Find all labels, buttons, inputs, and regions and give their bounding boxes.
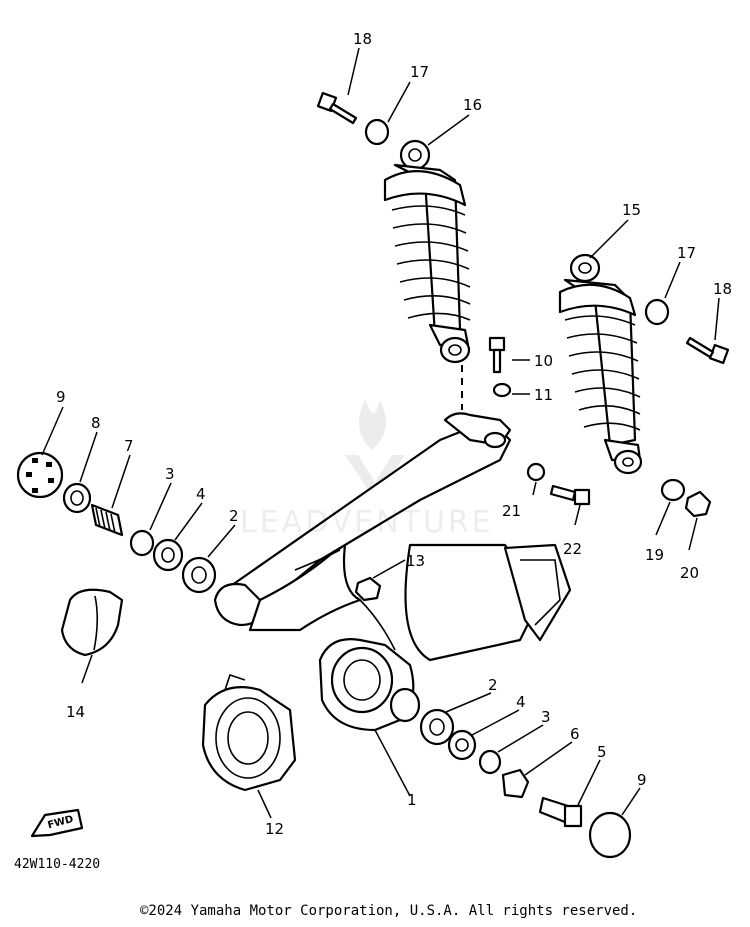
callout-3-right: 3 (541, 708, 551, 726)
cap-9-right (588, 811, 632, 859)
collar-3-right (478, 749, 502, 775)
callout-20: 20 (680, 564, 699, 582)
callout-9-right: 9 (637, 771, 647, 789)
callout-12: 12 (265, 820, 284, 838)
callout-22: 22 (563, 540, 582, 558)
cover-14 (60, 588, 124, 657)
nut-13 (354, 576, 382, 602)
cap-9-left (16, 451, 64, 499)
callout-19: 19 (645, 546, 664, 564)
swing-arm (213, 412, 572, 732)
bearing-4-left (152, 538, 184, 572)
collar-3-left (129, 529, 155, 557)
callout-2-right: 2 (488, 676, 498, 694)
callout-15: 15 (622, 201, 641, 219)
pivot-shaft-7 (90, 503, 124, 537)
fwd-arrow-icon: FWD (30, 808, 84, 838)
washer-11 (492, 382, 512, 398)
leader-lines (41, 47, 720, 819)
bolt-18-top (316, 91, 358, 125)
callout-17-top: 17 (410, 63, 429, 81)
nut-20 (684, 490, 712, 518)
collar-17-right (644, 298, 670, 326)
callout-2-left: 2 (229, 507, 239, 525)
bolt-10 (488, 336, 506, 374)
callout-16: 16 (463, 96, 482, 114)
callout-18-right: 18 (713, 280, 732, 298)
collar-21 (526, 462, 546, 482)
callout-17-right: 17 (677, 244, 696, 262)
plate-6 (501, 768, 530, 799)
diagram-code: 42W110-4220 (14, 857, 101, 872)
callout-11: 11 (534, 386, 553, 404)
callout-labels: 18 17 16 15 17 18 10 11 9 8 7 3 4 2 13 2… (56, 30, 732, 838)
bearing-2-right (419, 708, 455, 746)
shock-absorber-right (558, 253, 643, 475)
callout-1: 1 (407, 791, 417, 809)
collar-17-top (364, 118, 390, 146)
watermark-text: LEADVENTURE (240, 505, 494, 540)
callout-4-right: 4 (516, 693, 526, 711)
copyright-notice: ©2024 Yamaha Motor Corporation, U.S.A. A… (140, 903, 638, 919)
callout-13: 13 (406, 552, 425, 570)
callout-5: 5 (597, 743, 607, 761)
callout-7: 7 (124, 437, 134, 455)
seal-8 (62, 482, 92, 514)
bolt-22 (549, 484, 591, 506)
bolt-18-right (685, 336, 730, 365)
callout-10: 10 (534, 352, 553, 370)
chain-case-12 (201, 673, 297, 792)
callout-8: 8 (91, 414, 101, 432)
callout-4-left: 4 (196, 485, 206, 503)
callout-21: 21 (502, 502, 521, 520)
callout-3-left: 3 (165, 465, 175, 483)
watermark-logo-icon (345, 400, 405, 500)
bearing-2-left (181, 556, 217, 594)
shock-absorber-left (383, 139, 471, 364)
washer-19 (660, 478, 686, 502)
callout-18-top: 18 (353, 30, 372, 48)
pivot-bolt-5 (538, 796, 583, 828)
callout-14: 14 (66, 703, 85, 721)
callout-6: 6 (570, 725, 580, 743)
bearing-4-right (447, 729, 477, 761)
callout-9-left: 9 (56, 388, 66, 406)
